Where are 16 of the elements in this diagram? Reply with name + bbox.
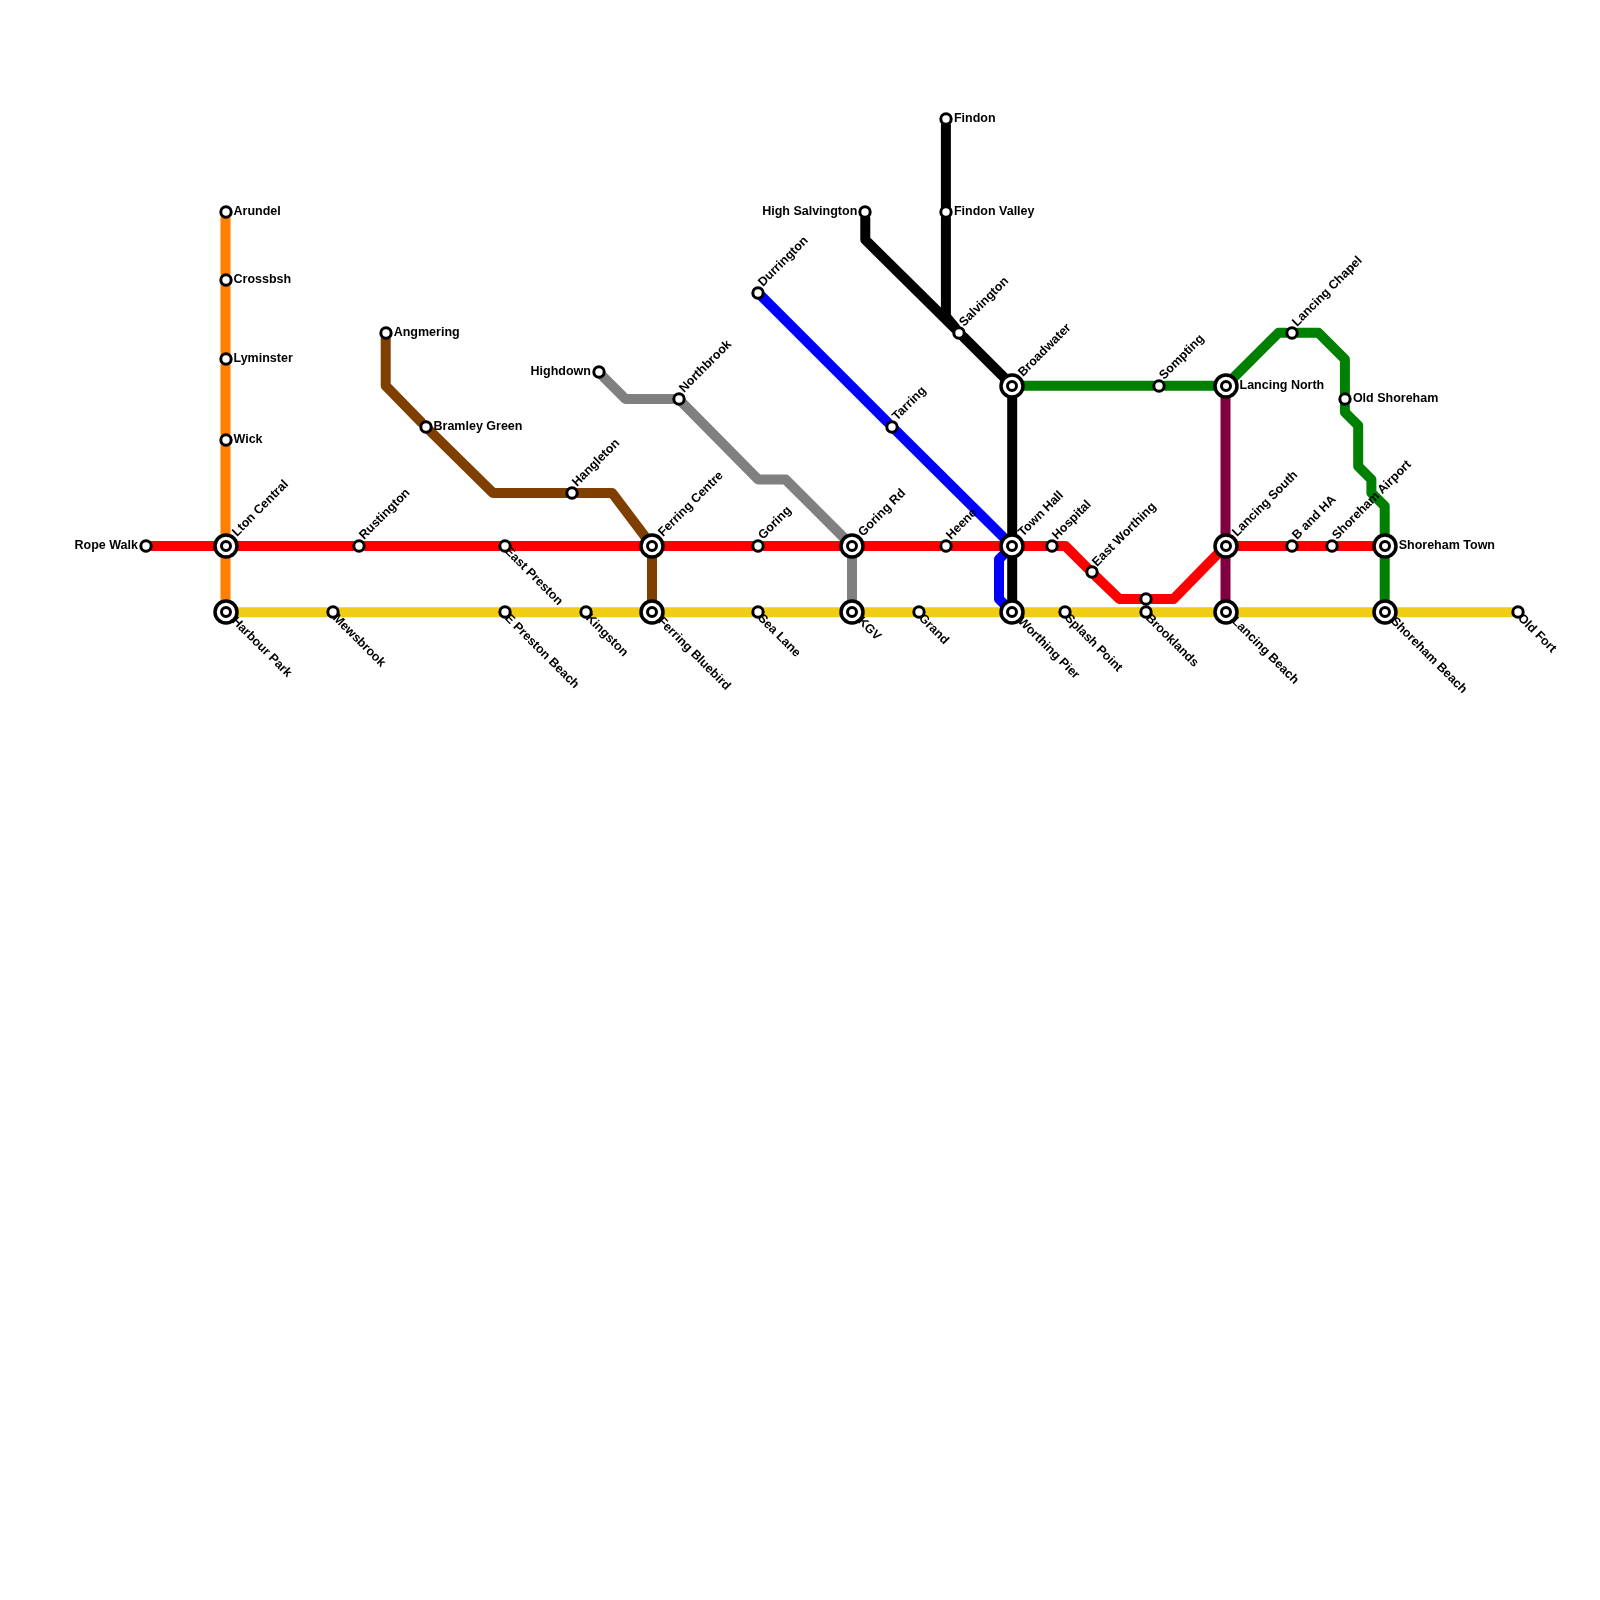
station-name: High Salvington [762, 204, 858, 219]
station-name: Old Shoreham [1352, 390, 1439, 405]
station-name: Rope Walk [74, 537, 138, 552]
station-name: Highdown [530, 364, 591, 379]
station-name: Findon [953, 111, 996, 126]
station-name: Shoreham Town [1398, 537, 1495, 552]
station-name: Bramley Green [433, 418, 523, 433]
station-name: Lyminster [233, 351, 293, 366]
station-name: Wick [233, 431, 263, 446]
station-name: Lancing North [1239, 377, 1325, 392]
rail-line [757, 292, 893, 428]
station-name: Crossbsh [233, 271, 292, 286]
station-name: Angmering [393, 324, 460, 339]
station-name: Arundel [233, 204, 281, 219]
station-name: Findon Valley [953, 204, 1035, 219]
rail-line [958, 331, 1010, 383]
